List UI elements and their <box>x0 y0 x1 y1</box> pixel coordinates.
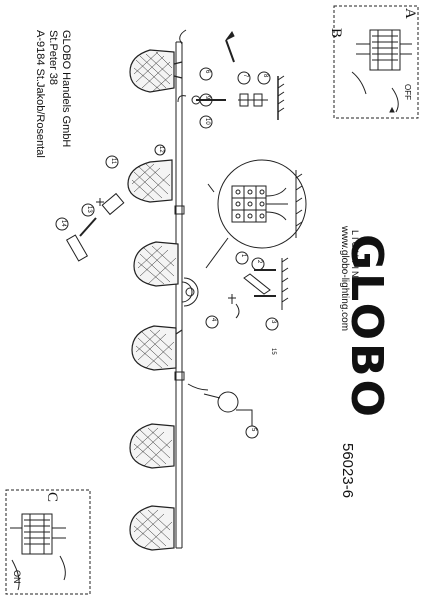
step-number: 9 <box>204 96 210 100</box>
model-number: 56023-6 <box>339 443 356 499</box>
hand-switch-icon <box>11 555 66 591</box>
lamp-head-2-icon <box>127 159 173 203</box>
step-number: 14 <box>60 220 66 227</box>
step-number: 12 <box>158 146 164 153</box>
step-number: 15 <box>270 348 276 355</box>
step-number: 10 <box>204 118 210 125</box>
ceiling-mounting-detail <box>177 29 285 129</box>
step-number: 5 <box>250 428 256 432</box>
lamp-head-3-icon <box>133 241 179 287</box>
wire-connection-detail <box>205 159 307 269</box>
ceiling-canopy-icon <box>181 277 199 307</box>
address-line: GLOBO Handels GmbH <box>60 30 72 148</box>
step-number: 11 <box>110 158 116 165</box>
panel-label-a: A <box>402 8 418 19</box>
panel-switch-off <box>333 5 419 119</box>
switch-off-label: OFF <box>403 84 412 100</box>
address-line: St.Peter 38 <box>47 30 59 86</box>
terminal-block-icon <box>10 513 66 555</box>
switch-on-label: ON <box>12 570 22 584</box>
lamp-head-6-icon <box>129 505 175 551</box>
step-number: 7 <box>242 74 248 78</box>
step-number: 6 <box>204 70 210 74</box>
spot-adjust-detail <box>187 383 259 439</box>
panel-label-c: C <box>44 492 60 503</box>
lamp-head-5-icon <box>129 423 175 469</box>
brand-tagline: LIGHTING <box>350 230 360 289</box>
website-link[interactable]: www.globo-lighting.com <box>339 226 350 332</box>
lamp-head-4-icon <box>131 325 183 371</box>
terminal-block-icon <box>356 29 412 71</box>
step-number: 3 <box>270 320 276 324</box>
company-address: GLOBO Handels GmbH St.Peter 38 A-9184 St… <box>33 30 72 158</box>
hand-switch-icon <box>351 71 399 113</box>
bulb-replacement-detail <box>55 144 166 262</box>
step-number: 13 <box>86 206 92 213</box>
panel-switch-on <box>5 489 91 595</box>
fixing-detail <box>205 251 289 331</box>
lamp-head-1-icon <box>129 49 183 93</box>
step-number: 1 <box>240 254 246 258</box>
light-rail-bar <box>174 41 185 549</box>
step-number: 2 <box>256 260 262 264</box>
step-number: 8 <box>262 74 268 78</box>
address-line: A-9184 St.Jakob/Rosental <box>34 30 46 158</box>
step-number: 4 <box>210 318 216 322</box>
spot-lamp-heads <box>127 49 183 551</box>
panel-label-b: B <box>328 28 344 39</box>
